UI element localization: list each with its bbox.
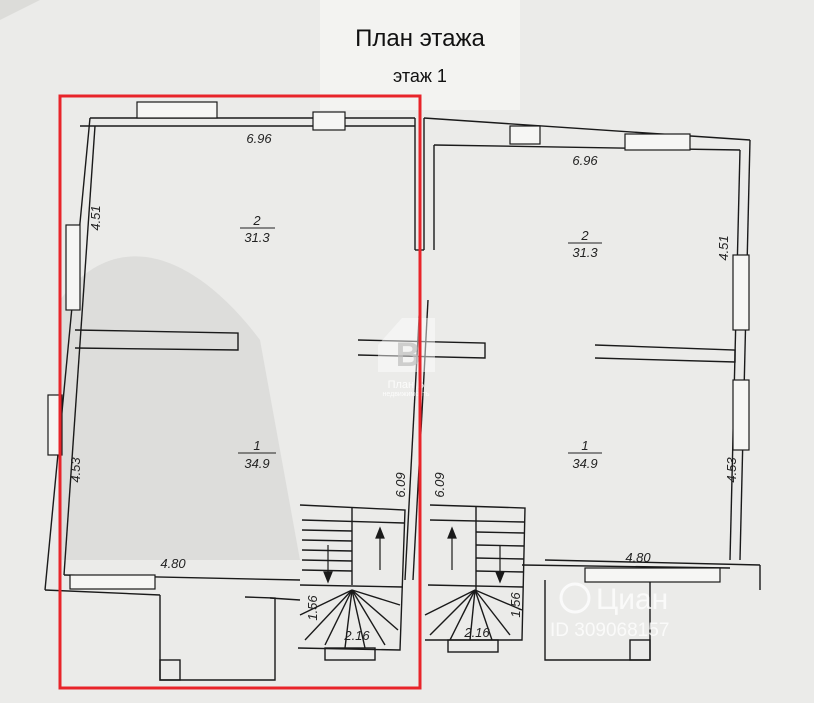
window-icon bbox=[69, 574, 156, 590]
left-inner-wall bbox=[63, 125, 96, 576]
room-number: 1 bbox=[253, 438, 260, 453]
dimension-label: 1.56 bbox=[508, 592, 523, 618]
dimension-label: 6.96 bbox=[246, 131, 272, 146]
room-area: 31.3 bbox=[572, 245, 598, 260]
window-icon bbox=[509, 125, 541, 145]
room-number: 1 bbox=[581, 438, 588, 453]
watermark-brand: План Б bbox=[388, 379, 425, 391]
room-number: 2 bbox=[580, 228, 589, 243]
room-area: 34.9 bbox=[244, 456, 269, 471]
dimension-label: 6.09 bbox=[393, 472, 408, 497]
dimension-label: 2.16 bbox=[343, 628, 370, 643]
dimension-label: 4.51 bbox=[88, 205, 103, 230]
cian-logo-icon bbox=[559, 582, 591, 614]
dimension-label: 4.80 bbox=[160, 556, 186, 571]
window-icon bbox=[65, 224, 81, 311]
dimension-label: 2.16 bbox=[463, 625, 490, 640]
left-outer-wall bbox=[44, 117, 91, 591]
window-icon bbox=[732, 379, 750, 451]
dimension-label: 4.80 bbox=[625, 550, 651, 565]
arrow-down-icon bbox=[495, 571, 505, 584]
cian-brand: Циан bbox=[596, 583, 668, 616]
title-label-area bbox=[320, 0, 520, 110]
watermark-tagline: недвижимость bbox=[383, 391, 430, 398]
windows bbox=[47, 101, 750, 590]
dimension-label: 4.53 bbox=[68, 457, 83, 483]
plan-subtitle: этаж 1 bbox=[393, 66, 447, 86]
cian-id: ID 309068157 bbox=[550, 620, 669, 641]
room-number: 2 bbox=[252, 213, 261, 228]
cian-watermark: Циан ID 309068157 bbox=[550, 582, 669, 641]
stair-arrows bbox=[323, 526, 505, 584]
shadow bbox=[60, 256, 300, 560]
window-icon bbox=[312, 111, 346, 131]
dimension-label: 6.09 bbox=[432, 472, 447, 497]
window-icon bbox=[732, 254, 750, 331]
window-icon bbox=[624, 133, 691, 151]
room-area: 31.3 bbox=[244, 230, 270, 245]
dimension-label: 4.51 bbox=[716, 235, 731, 260]
dimension-label: 4.53 bbox=[724, 457, 739, 483]
highlight-frame bbox=[58, 94, 422, 690]
svg-text:B: B bbox=[396, 336, 421, 374]
dimension-label: 6.96 bbox=[572, 153, 598, 168]
walls bbox=[44, 117, 761, 681]
window-icon bbox=[136, 101, 218, 119]
arrow-up-icon bbox=[375, 526, 385, 539]
room-area: 34.9 bbox=[572, 456, 597, 471]
window-icon bbox=[584, 567, 721, 583]
arrow-down-icon bbox=[323, 571, 333, 584]
dimension-label: 1.56 bbox=[305, 595, 320, 621]
plan-title: План этажа bbox=[355, 25, 485, 52]
arrow-up-icon bbox=[447, 526, 457, 539]
